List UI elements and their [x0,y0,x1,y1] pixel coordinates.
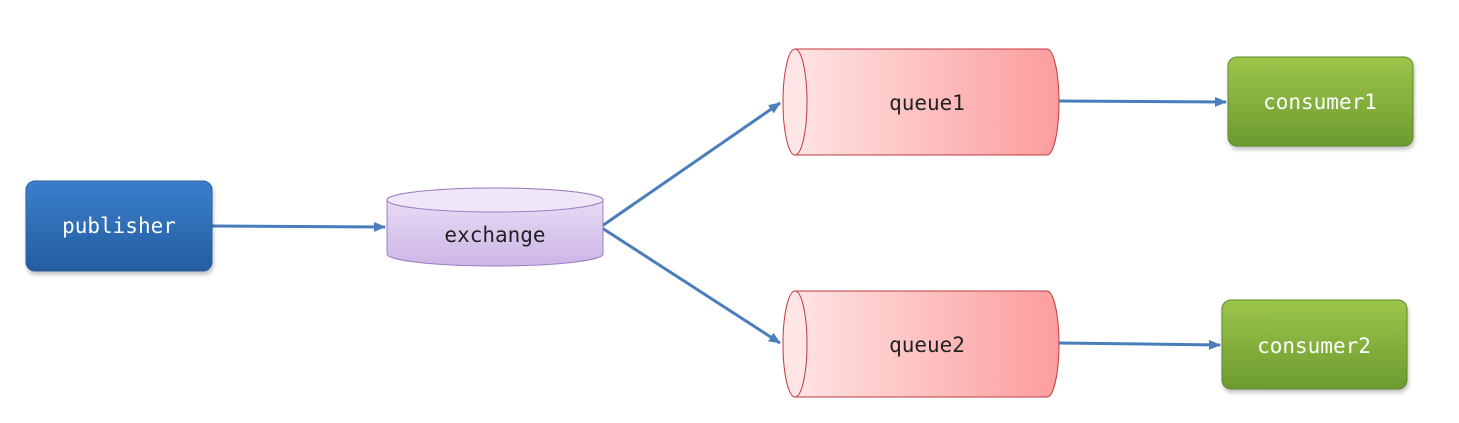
publisher-node: publisher [25,180,213,272]
consumer1-node: consumer1 [1227,56,1414,147]
exchange-node: exchange [386,187,604,267]
arrow-exchange-queue2 [601,226,781,345]
queue1-label: queue1 [889,91,965,115]
arrow-publisher-exchange [211,221,386,232]
consumer2-label: consumer2 [1257,334,1371,358]
arrow-exchange-queue1 [601,101,781,228]
arrow-queue2-consumer2 [1057,339,1221,350]
queue1-node: queue1 [782,48,1060,156]
publisher-label: publisher [62,214,176,238]
consumer2-node: consumer2 [1221,299,1408,390]
arrow-queue1-consumer1 [1057,96,1227,107]
consumer1-label: consumer1 [1263,90,1377,114]
arrows [211,96,1227,350]
exchange-label: exchange [444,223,545,247]
queue2-label: queue2 [889,333,965,357]
queue2-node: queue2 [782,290,1060,398]
